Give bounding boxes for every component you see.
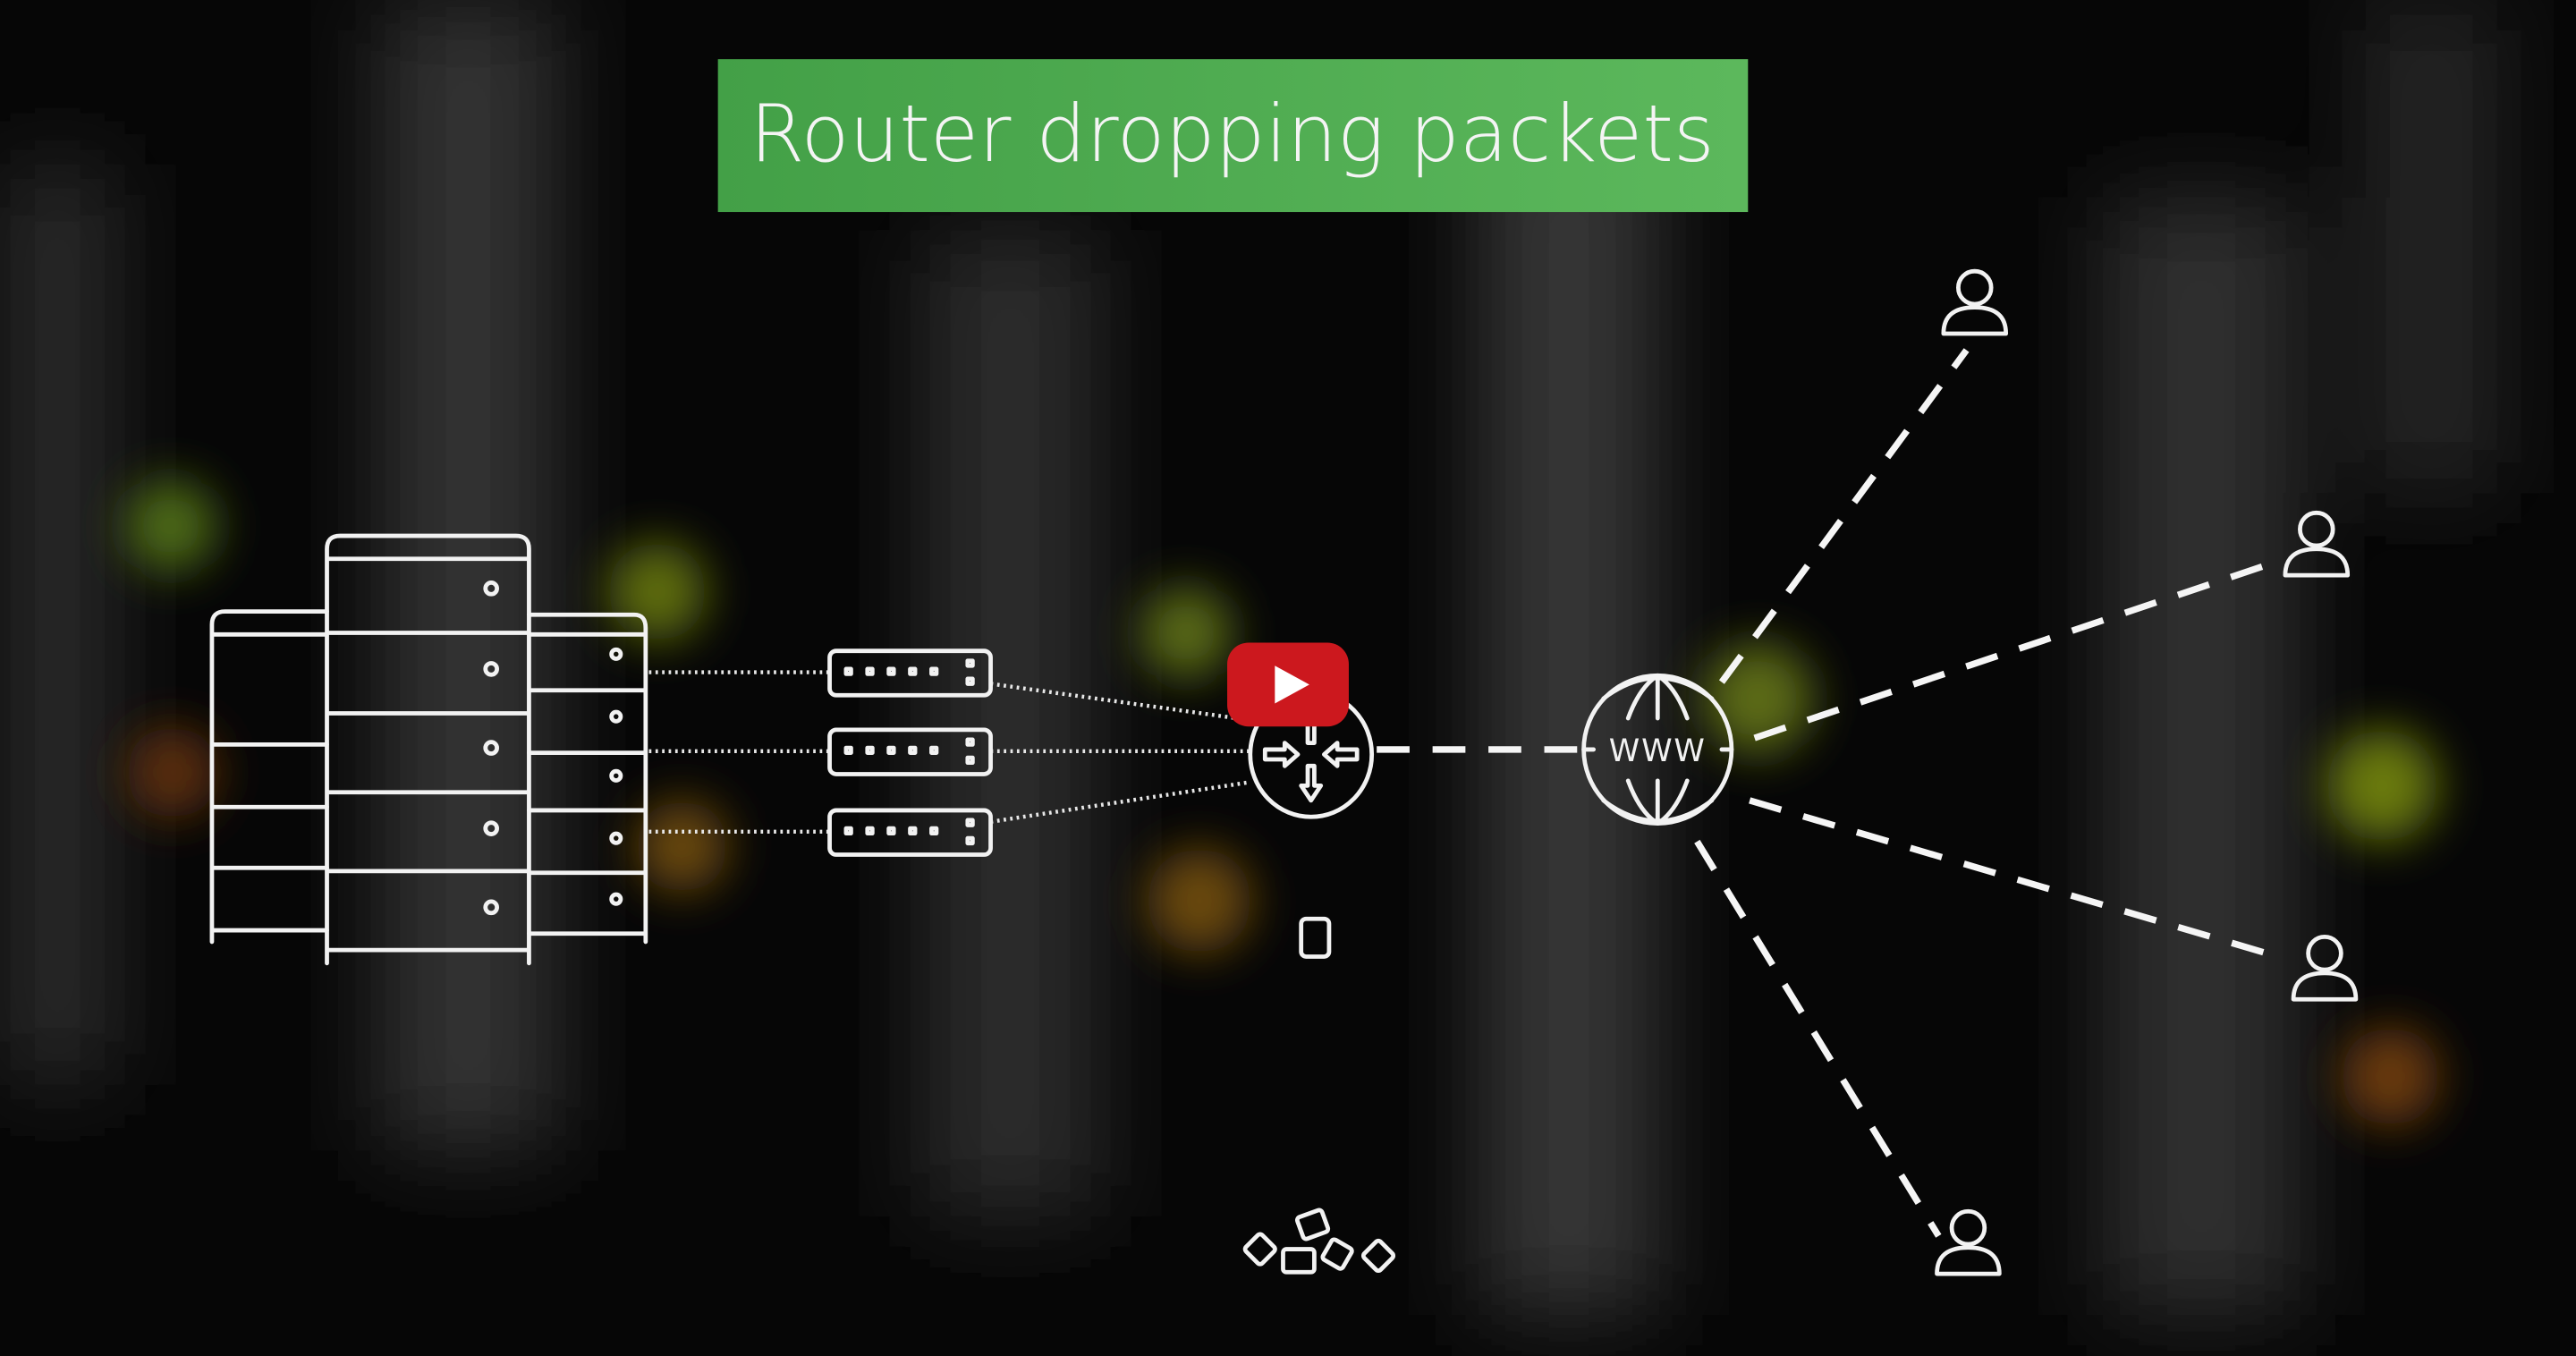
www-label: WWW — [1609, 733, 1707, 769]
globe-icon: WWW — [1581, 673, 1734, 826]
user-icon — [2291, 935, 2359, 1002]
title-banner: Router dropping packets — [717, 59, 1749, 213]
title-text: Router dropping packets — [750, 88, 1715, 180]
network-switch-icon — [827, 808, 993, 857]
server-rack-icon — [209, 533, 648, 966]
network-switch-icon — [827, 727, 993, 776]
connection-lines — [648, 348, 2285, 1238]
user-icon — [1935, 1208, 2002, 1276]
network-switch-icon — [827, 648, 993, 698]
user-icon — [2283, 510, 2351, 578]
user-icon — [1941, 268, 2009, 336]
youtube-play-button[interactable] — [1227, 642, 1349, 727]
dropped-packets-icon — [1242, 1208, 1396, 1275]
mobile-device-icon — [1299, 916, 1332, 959]
play-icon — [1275, 665, 1309, 704]
